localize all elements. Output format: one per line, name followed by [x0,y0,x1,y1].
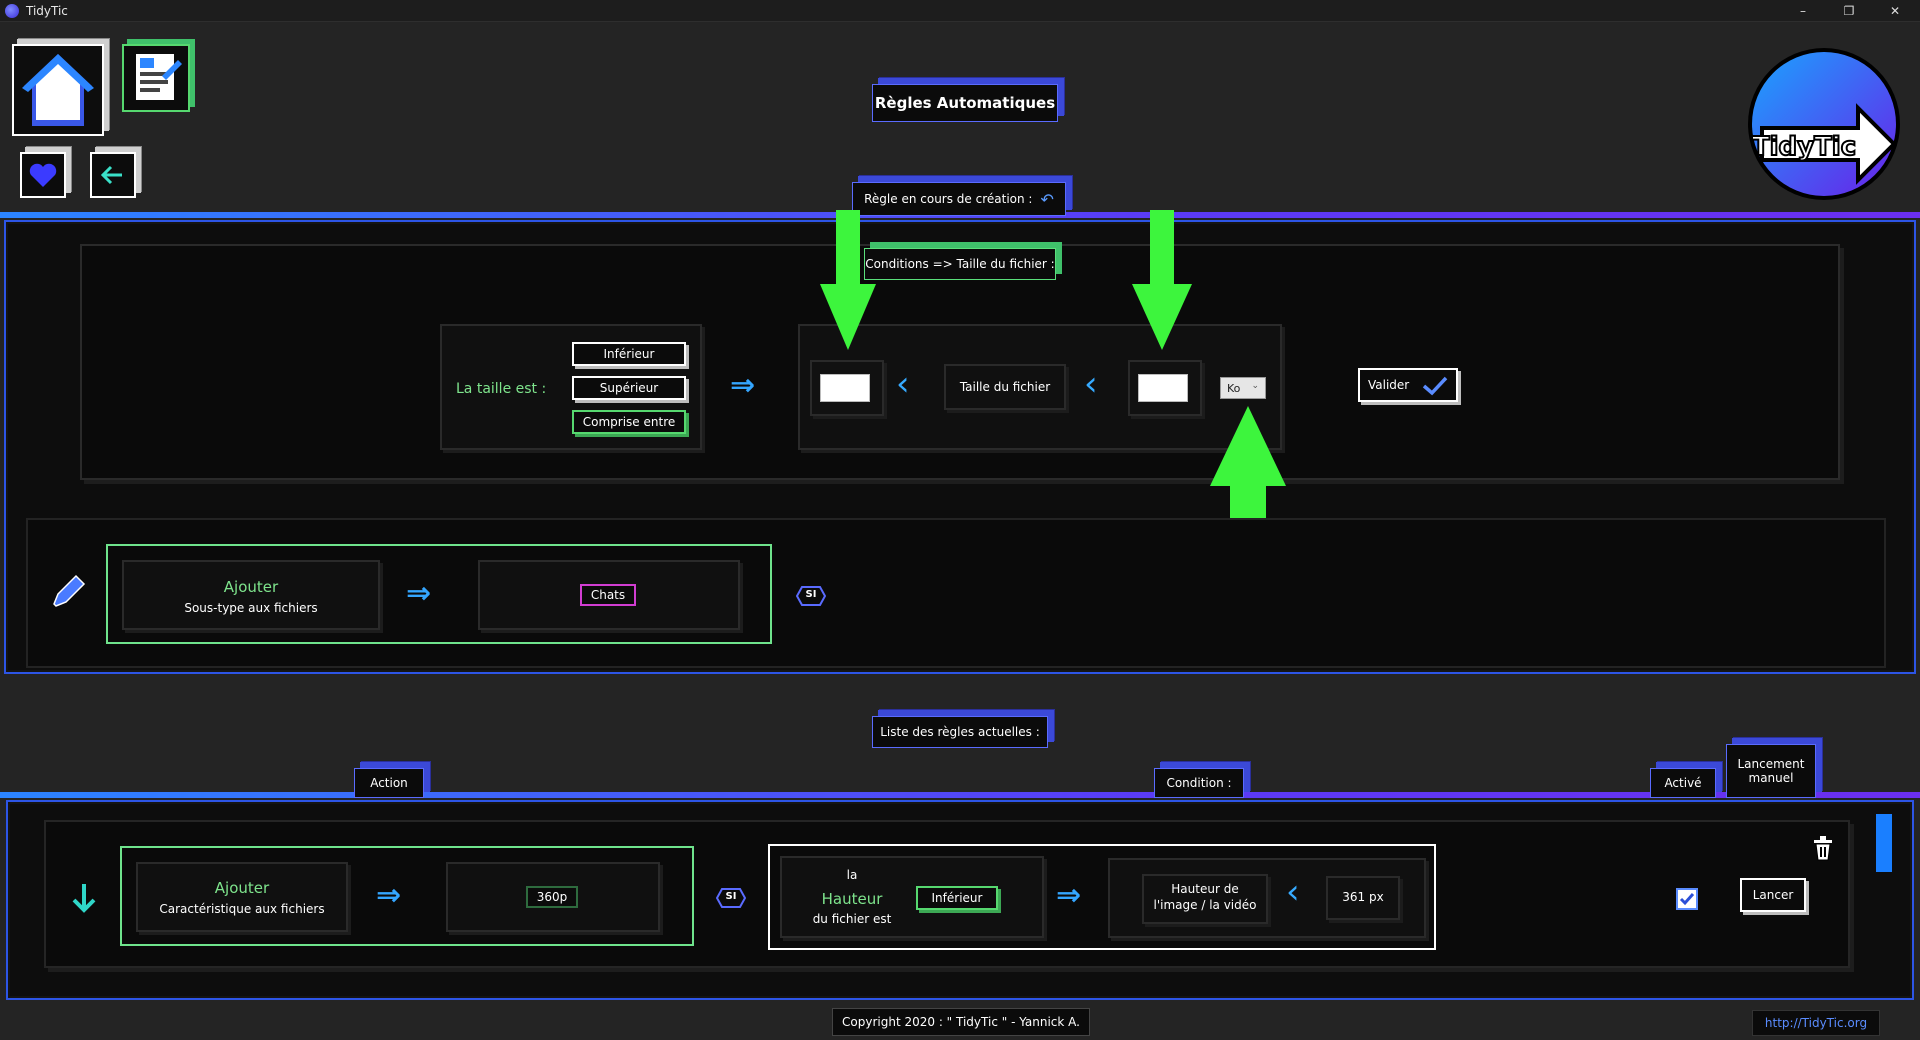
si-badge: SI [795,586,827,606]
col-manual-line2: manuel [1748,771,1794,785]
list-label: Liste des règles actuelles : [872,716,1048,748]
cond-value: 361 px [1342,890,1384,904]
chevron-down-icon: ⌄ [1251,381,1259,391]
option-superior[interactable]: Supérieur [572,376,686,400]
scrollbar-thumb[interactable] [1876,814,1892,872]
cond-field-line1: Hauteur de [1171,882,1239,896]
cond-attribute: Hauteur [821,890,883,908]
title-bar: TidyTic – ❐ ✕ [0,0,1920,22]
col-manual-line1: Lancement [1737,757,1805,771]
list-band [0,792,1920,798]
arrow-down-icon[interactable] [66,880,102,916]
col-condition-tab: Condition : [1154,768,1244,798]
less-than-icon-3: ‹ [1286,872,1300,912]
option-inferior[interactable]: Inférieur [572,342,686,366]
rule-action-sub: Caractéristique aux fichiers [159,902,325,916]
col-manual-tab: Lancement manuel [1726,744,1816,798]
arrow-right-icon-4: ⇒ [1056,878,1082,913]
size-is-label: La taille est : [456,381,547,397]
home-button[interactable] [12,44,104,136]
copyright: Copyright 2020 : " TidyTic " - Yannick A… [832,1008,1090,1036]
cond-rest: du fichier est [812,912,892,926]
rules-button[interactable] [122,44,190,112]
annotation-arrow-2 [1132,210,1192,350]
home-icon [22,54,94,126]
option-between[interactable]: Comprise entre [572,410,686,434]
conditions-label: Conditions => Taille du fichier : [864,248,1056,280]
tidytic-logo: TidyTic [1742,42,1902,202]
col-active-tab: Activé [1650,768,1716,798]
file-size-label: Taille du fichier [959,380,1051,394]
file-size-field [944,364,1066,410]
pencil-icon[interactable] [48,572,88,612]
pending-action-sub: Sous-type aux fichiers [184,601,318,615]
launch-button[interactable]: Lancer [1740,878,1806,912]
unit-select[interactable]: Ko ⌄ [1220,377,1266,399]
col-action-tab: Action [354,768,424,798]
logo-text: TidyTic [1752,132,1856,162]
document-edit-icon [136,54,182,100]
undo-icon[interactable]: ↶ [1040,189,1054,209]
rule-condition-box [780,856,1044,938]
creation-label-text: Règle en cours de création : [864,192,1033,206]
trash-icon[interactable] [1810,834,1836,862]
logo-icon: TidyTic [1748,48,1900,200]
arrow-right-icon: ⇒ [730,368,756,403]
website-link[interactable]: http://TidyTic.org [1752,1010,1880,1036]
checkbox-check-icon [1679,893,1695,906]
validate-label: Valider [1368,378,1410,392]
rule-action-title: Ajouter [214,879,270,897]
annotation-arrow-1 [820,210,876,350]
arrow-left-icon [100,165,122,185]
app-icon [5,4,19,18]
arrow-right-icon-3: ⇒ [376,878,402,913]
restore-button[interactable]: ❐ [1843,4,1855,18]
check-icon [1422,376,1448,396]
cond-la: la [846,868,858,882]
favorites-button[interactable] [20,152,66,198]
less-than-icon-2: ‹ [1084,364,1098,404]
page-title: Règles Automatiques [872,84,1058,122]
active-checkbox[interactable] [1676,888,1698,910]
rule-action-box [136,862,348,932]
cond-field-line2: l'image / la vidéo [1153,898,1257,912]
arrow-right-icon-2: ⇒ [406,576,432,611]
si-text: SI [805,589,817,600]
close-button[interactable]: ✕ [1889,4,1901,18]
rule-value-tag: 360p [526,886,578,908]
heart-icon [29,163,57,187]
si-text-2: SI [725,891,737,902]
min-size-input[interactable] [820,374,870,402]
pending-action-title: Ajouter [223,578,279,596]
pending-value-tag: Chats [580,584,636,606]
less-than-icon: ‹ [896,364,910,404]
cond-value-box [1326,876,1400,920]
cond-operator: Inférieur [916,886,998,910]
window-title: TidyTic [26,4,68,18]
cond-field-box [1142,874,1268,924]
pending-action-box [122,560,380,630]
minimize-button[interactable]: – [1800,4,1806,18]
back-button[interactable] [90,152,136,198]
validate-button[interactable]: Valider [1358,368,1458,402]
si-badge-2: SI [715,888,747,908]
unit-value: Ko [1227,382,1241,395]
max-size-input[interactable] [1138,374,1188,402]
creation-label: Règle en cours de création : ↶ [852,182,1066,216]
